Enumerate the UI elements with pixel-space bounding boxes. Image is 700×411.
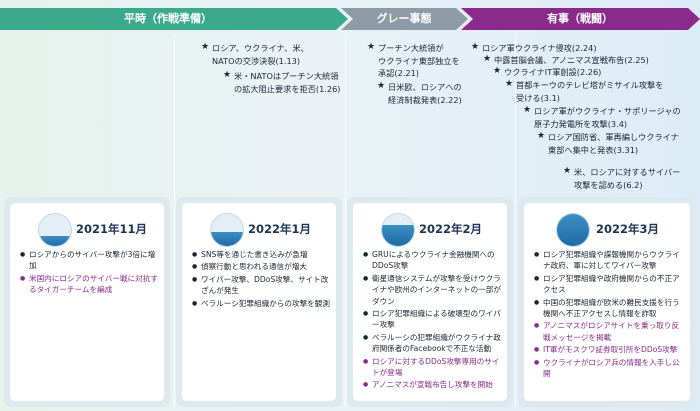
list-item: 衛星通信システムが攻撃を受けウクライナや欧州のインターネットの一部がダウン [363,273,501,307]
water-fill [211,231,243,246]
list-item: アノニマスがロシアサイトを乗っ取り反戦メッセージを掲載 [534,320,684,343]
list-item: ロシア犯罪組織による破壊型のワイパー攻撃 [363,308,501,331]
timeline-event: ★ロシア国防省、軍再編しウクライナ 東部へ集中と発表(3.31) [537,131,679,155]
month-items: ロシア犯罪組織や諜報機関からウクライナ政府、軍に対してワイパー攻撃ロシア犯罪組織… [534,249,684,380]
list-item: SNS等を通じた書き込みが急増 [192,249,330,261]
water-fill [382,225,414,246]
timeline-event: ★ロシア軍ウクライナ侵攻(2.24) [471,42,597,53]
timeline-event: ★ウクライナIT軍創設(2.26) [493,66,602,77]
list-item: ワイパー攻撃、DDoS攻撃、サイト改ざんが発生 [192,274,330,297]
list-item: 中国の犯罪組織が欧米の難民支援を行う機関へ不正アクセスし情報を詐取 [534,297,684,320]
list-item: ベラルーシの犯罪組織がウクライナ政府関係者のFacebookで不正な活動 [363,332,501,355]
star-icon: ★ [377,81,386,91]
water-level-icon [381,213,415,247]
timeline-event: ★日米欧、ロシアへの 経済制裁発表(2.22) [377,81,462,105]
star-icon: ★ [493,66,502,76]
timeline-event: ★プーチン大統領が ウクライナ東部独立を 承認(2.21) [367,42,460,78]
column-divider [345,34,346,407]
month-box-content: 2021年11月 ロシアからのサイバー攻撃が3倍に増加米国内にロシアのサイバー戦… [10,203,164,401]
phase-arrow-gray [341,8,468,30]
phase-arrow-war [461,8,700,30]
phase-arrow-bar [0,8,700,30]
timeline-event: ★米・NATOはプーチン大統領 の拡大阻止要求を拒否(1.26) [223,70,341,94]
list-item: 米国内にロシアのサイバー戦に対抗するタイガーチームを編成 [20,273,158,296]
list-item: ベラルーシ犯罪組織からの攻撃を観測 [192,298,330,310]
month-title: 2022年2月 [419,222,483,236]
month-box-content: 2022年1月 SNS等を通じた書き込みが急増偵察行動と思われる通信が増大ワイパ… [182,203,336,401]
month-items: ロシアからのサイバー攻撃が3倍に増加米国内にロシアのサイバー戦に対抗するタイガー… [20,249,158,297]
timeline-event: ★中露首脳会議、アノニマス宣戦布告(2.25) [483,54,649,65]
month-box-2021-11: 2021年11月 ロシアからのサイバー攻撃が3倍に増加米国内にロシアのサイバー戦… [4,197,170,407]
phase-label-gray: グレー事態 [376,12,432,25]
water-fill [557,214,589,246]
month-header: 2022年3月 [524,213,690,247]
water-level-icon [210,213,244,247]
month-title: 2022年3月 [596,222,660,236]
timeline-event: ★ロシア、ウクライナ、米、 NATOの交渉決裂(1.13) [201,42,309,66]
column-divider [515,34,516,407]
list-item: ウクライナがロシア兵の情報を入手し公開 [534,357,684,380]
star-icon: ★ [505,79,514,89]
list-item: ロシアからのサイバー攻撃が3倍に増加 [20,249,158,272]
timeline-event: ★ロシア軍がウクライナ・サポリージャの 原子力発電所を攻撃(3.4) [523,105,681,129]
star-icon: ★ [367,42,376,52]
list-item: GRUによるウクライナ金融機関へのDDoS攻撃 [363,249,501,272]
timeline-event: ★米、ロシアに対するサイバー 攻撃を認める(6.2) [563,166,681,190]
star-icon: ★ [483,54,492,64]
month-box-2022-03: 2022年3月 ロシア犯罪組織や諜報機関からウクライナ政府、軍に対してワイパー攻… [518,197,696,407]
month-header: 2022年2月 [353,213,507,247]
star-icon: ★ [537,131,546,141]
phase-label-peacetime: 平時（作戦準備） [124,12,212,25]
water-level-icon [38,213,72,247]
month-title: 2022年1月 [248,222,312,236]
timeline-event: ★首都キーウのテレビ塔がミサイル攻撃を 受ける(3.1) [505,79,664,103]
list-item: 偵察行動と思われる通信が増大 [192,261,330,273]
month-header: 2021年11月 [10,213,164,247]
star-icon: ★ [201,42,210,52]
month-box-2022-02: 2022年2月 GRUによるウクライナ金融機関へのDDoS攻撃衛星通信システムが… [347,197,513,407]
month-box-content: 2022年2月 GRUによるウクライナ金融機関へのDDoS攻撃衛星通信システムが… [353,203,507,401]
month-title: 2021年11月 [76,222,148,236]
list-item: アノニマスが宣戦布告し攻撃を開始 [363,379,501,391]
star-icon: ★ [223,70,232,80]
month-header: 2022年1月 [182,213,336,247]
star-icon: ★ [523,105,532,115]
month-box-content: 2022年3月 ロシア犯罪組織や諜報機関からウクライナ政府、軍に対してワイパー攻… [524,203,690,401]
list-item: ロシア犯罪組織や政府機関からの不正アクセス [534,273,684,296]
star-icon: ★ [471,42,480,52]
water-fill [39,236,71,246]
water-level-icon [556,213,590,247]
month-items: SNS等を通じた書き込みが急増偵察行動と思われる通信が増大ワイパー攻撃、DDoS… [192,249,330,310]
phase-arrow-peacetime [0,8,348,30]
month-items: GRUによるウクライナ金融機関へのDDoS攻撃衛星通信システムが攻撃を受けウクラ… [363,249,501,392]
list-item: IT軍がモスクワ証券取引所をDDoS攻撃 [534,344,684,356]
month-box-2022-01: 2022年1月 SNS等を通じた書き込みが急増偵察行動と思われる通信が増大ワイパ… [176,197,342,407]
phase-label-war: 有事（戦闘） [547,12,613,25]
star-icon: ★ [563,166,572,176]
list-item: ロシア犯罪組織や諜報機関からウクライナ政府、軍に対してワイパー攻撃 [534,249,684,272]
column-divider [174,34,175,407]
list-item: ロシアに対するDDoS攻撃専用のサイトが登場 [363,356,501,379]
